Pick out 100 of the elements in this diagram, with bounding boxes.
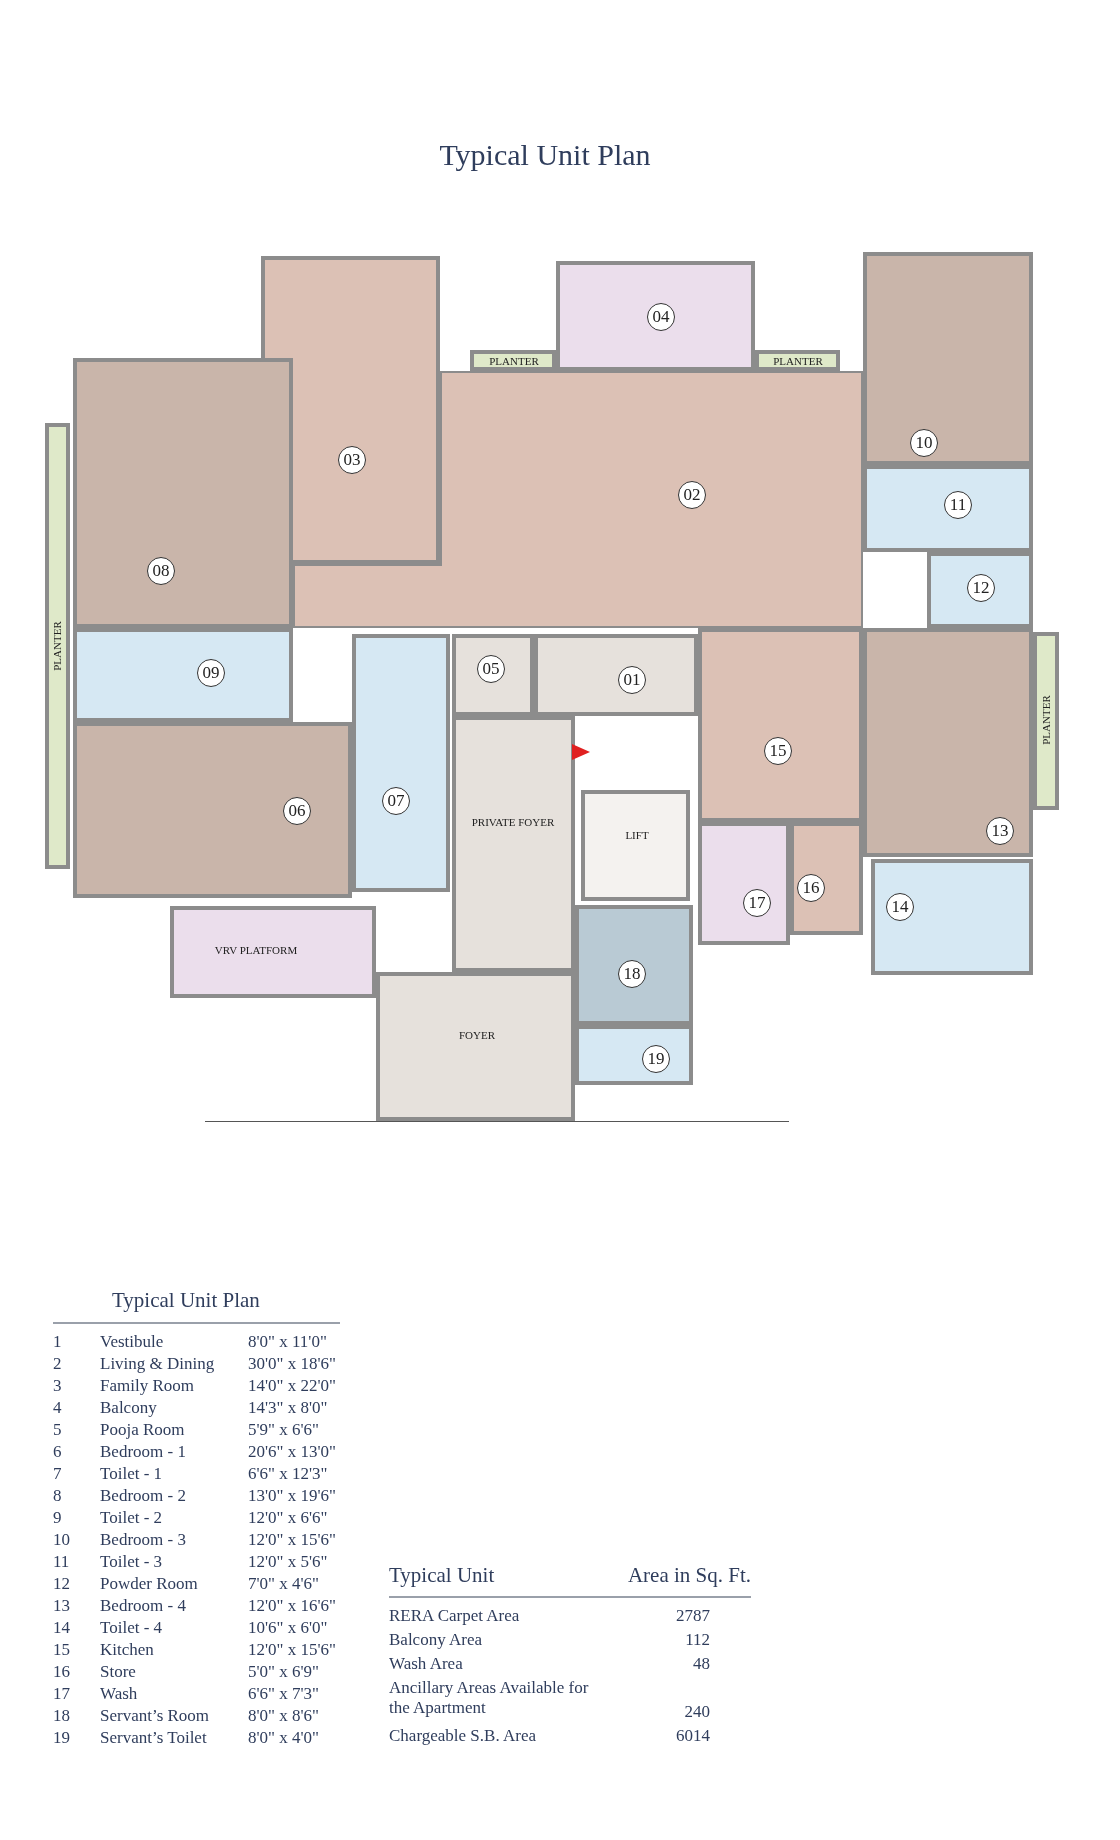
room-dimension: 8'0" x 4'0" (248, 1728, 319, 1748)
area-name: Wash Area (389, 1654, 463, 1674)
row-number: 9 (53, 1508, 62, 1528)
room-name: Servant’s Toilet (100, 1728, 207, 1748)
row-number: 2 (53, 1354, 62, 1374)
row-number: 18 (53, 1706, 70, 1726)
room-dimension: 6'6" x 7'3" (248, 1684, 319, 1704)
area-name: RERA Carpet Area (389, 1606, 520, 1626)
room-number: 04 (647, 303, 675, 331)
room-dimension: 12'0" x 15'6" (248, 1530, 336, 1550)
room-number: 03 (338, 446, 366, 474)
room-number: 08 (147, 557, 175, 585)
room-name: Family Room (100, 1376, 194, 1396)
row-number: 11 (53, 1552, 70, 1572)
bedroom (863, 252, 1033, 465)
row-number: 14 (53, 1618, 70, 1638)
room-number: 01 (618, 666, 646, 694)
row-number: 13 (53, 1596, 70, 1616)
room-label: PLANTER (488, 355, 540, 367)
room-label: PLANTER (1040, 695, 1052, 745)
room-name: Living & Dining (100, 1354, 215, 1374)
room-name: Store (100, 1662, 136, 1682)
room-dimension: 8'0" x 8'6" (248, 1706, 319, 1726)
table-heading: Typical Unit Plan (112, 1288, 260, 1313)
room-name: Bedroom - 3 (100, 1530, 186, 1550)
room-dimension: 6'6" x 12'3" (248, 1464, 328, 1484)
row-number: 8 (53, 1486, 62, 1506)
room-number: 19 (642, 1045, 670, 1073)
area-name: Balcony Area (389, 1630, 482, 1650)
row-number: 6 (53, 1442, 62, 1462)
room-label: LIFT (624, 829, 650, 841)
title: Typical Unit Plan (438, 138, 652, 172)
area-value: 240 (684, 1702, 710, 1722)
row-number: 16 (53, 1662, 70, 1682)
room-number: 12 (967, 574, 995, 602)
bedroom (73, 358, 293, 628)
room-number: 10 (910, 429, 938, 457)
room-name: Toilet - 1 (100, 1464, 163, 1484)
room-name: Toilet - 3 (100, 1552, 163, 1572)
room-name: Wash (100, 1684, 138, 1704)
room-dimension: 7'0" x 4'6" (248, 1574, 319, 1594)
room-dimension: 12'0" x 16'6" (248, 1596, 336, 1616)
room-name: Pooja Room (100, 1420, 185, 1440)
room-number: 09 (197, 659, 225, 687)
planter (45, 423, 70, 869)
room-number: 06 (283, 797, 311, 825)
row-number: 15 (53, 1640, 70, 1660)
room-label: FOYER (457, 1029, 497, 1041)
row-number: 5 (53, 1420, 62, 1440)
area-value: 2787 (676, 1606, 710, 1626)
room-number: 13 (986, 817, 1014, 845)
row-number: 7 (53, 1464, 62, 1484)
room-name: Bedroom - 4 (100, 1596, 186, 1616)
room-name: Vestibule (100, 1332, 164, 1352)
row-number: 3 (53, 1376, 62, 1396)
lift-shaft (581, 790, 690, 901)
room-number: 05 (477, 655, 505, 683)
area-value: 48 (693, 1654, 710, 1674)
room-name: Balcony (100, 1398, 157, 1418)
room-label: PLANTER (772, 355, 824, 367)
planter (755, 350, 840, 371)
vrv-platform (170, 906, 376, 998)
room-dimension: 10'6" x 6'0" (248, 1618, 328, 1638)
row-number: 4 (53, 1398, 62, 1418)
room-name: Bedroom - 1 (100, 1442, 186, 1462)
room-dimension: 30'0" x 18'6" (248, 1354, 336, 1374)
room-dimension: 8'0" x 11'0" (248, 1332, 327, 1352)
room-name: Servant’s Room (100, 1706, 210, 1726)
area-value: 6014 (676, 1726, 710, 1746)
row-number: 19 (53, 1728, 70, 1748)
room-dimension: 13'0" x 19'6" (248, 1486, 336, 1506)
living-dining-area (293, 371, 863, 628)
area-name: Ancillary Areas Available for the Apartment (389, 1678, 589, 1718)
table-heading: Typical Unit (389, 1563, 495, 1588)
room-dimension: 5'9" x 6'6" (248, 1420, 319, 1440)
room-number: 07 (382, 787, 410, 815)
row-number: 12 (53, 1574, 70, 1594)
room-dimension: 5'0" x 6'9" (248, 1662, 319, 1682)
room-dimension: 12'0" x 15'6" (248, 1640, 336, 1660)
room-dimension: 12'0" x 6'6" (248, 1508, 328, 1528)
room-number: 15 (764, 737, 792, 765)
room-label: PRIVATE FOYER (470, 816, 556, 828)
row-number: 17 (53, 1684, 70, 1704)
room-label: VRV PLATFORM (213, 944, 299, 956)
room-dimension: 12'0" x 5'6" (248, 1552, 328, 1572)
table-heading: Area in Sq. Ft. (627, 1563, 751, 1588)
row-number: 1 (53, 1332, 62, 1352)
room-number: 11 (944, 491, 972, 519)
room-dimension: 14'3" x 8'0" (248, 1398, 328, 1418)
room-name: Powder Room (100, 1574, 198, 1594)
room-name: Bedroom - 2 (100, 1486, 186, 1506)
room-label: PLANTER (51, 621, 63, 671)
room-dimension: 14'0" x 22'0" (248, 1376, 336, 1396)
room-name: Toilet - 4 (100, 1618, 163, 1638)
planter (1033, 632, 1059, 810)
room-number: 17 (743, 889, 771, 917)
row-number: 10 (53, 1530, 70, 1550)
room-number: 16 (797, 874, 825, 902)
room-number: 14 (886, 893, 914, 921)
planter (470, 350, 556, 371)
